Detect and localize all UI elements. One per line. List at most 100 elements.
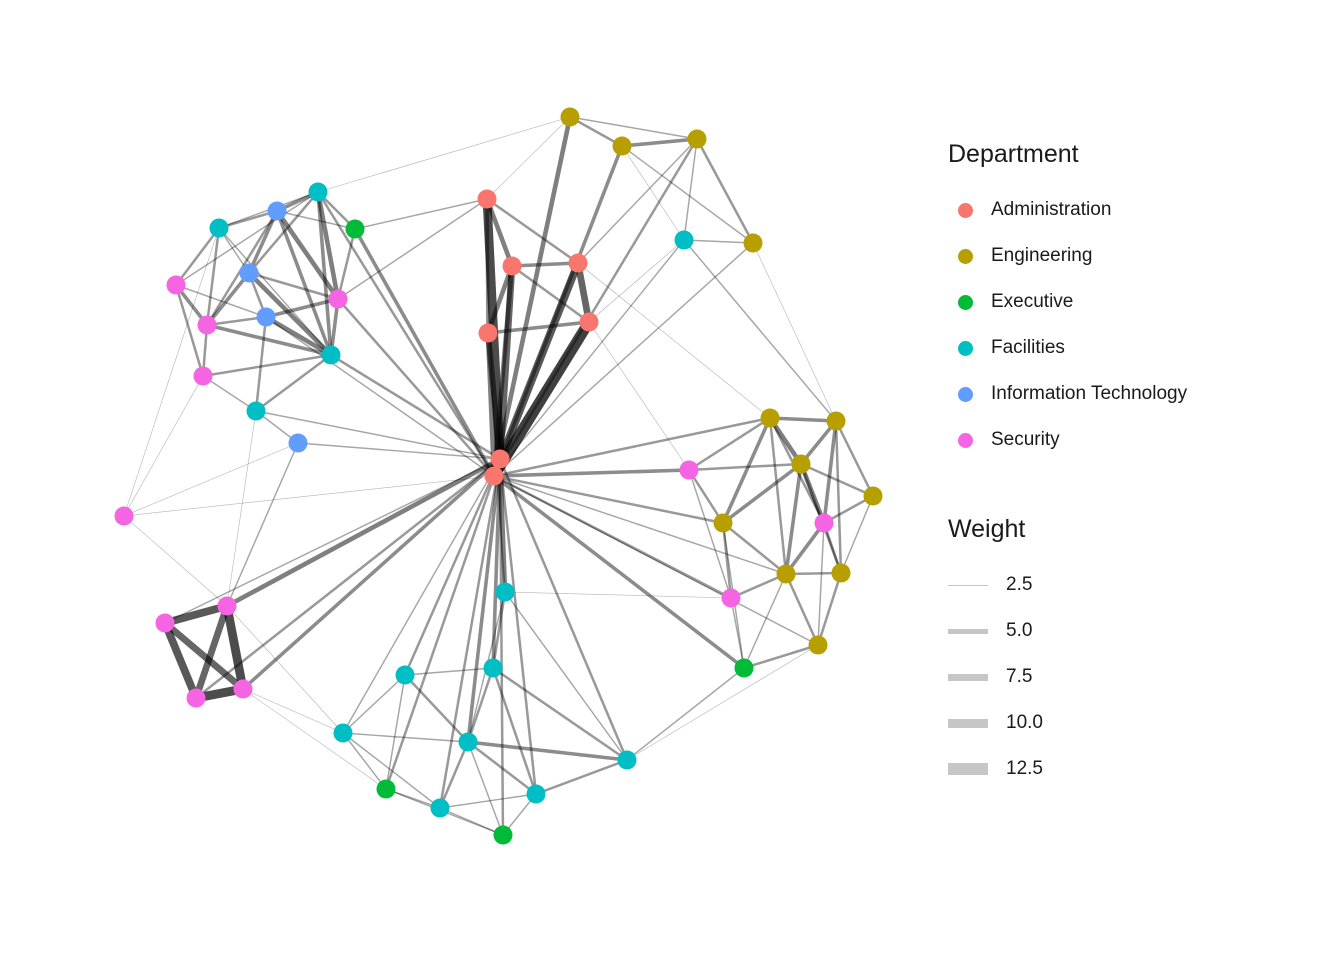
graph-edge bbox=[123, 227, 220, 517]
graph-edge bbox=[342, 732, 441, 809]
weight-line-sample bbox=[948, 763, 988, 775]
graph-edge bbox=[621, 137, 698, 148]
graph-edge bbox=[466, 458, 502, 743]
legend-item-label: Information Technology bbox=[991, 383, 1188, 404]
graph-edge bbox=[205, 271, 251, 327]
graph-node bbox=[734, 658, 754, 678]
graph-node bbox=[239, 263, 259, 283]
graph-edge bbox=[205, 227, 221, 326]
graph-node bbox=[193, 366, 213, 386]
graph-edge bbox=[730, 572, 787, 600]
graph-node bbox=[674, 230, 694, 250]
graph-edge bbox=[688, 469, 732, 599]
graph-node bbox=[814, 513, 834, 533]
graph-edge bbox=[174, 227, 221, 286]
graph-node bbox=[478, 323, 498, 343]
graph-edge bbox=[498, 458, 505, 836]
graph-edge bbox=[342, 732, 469, 743]
graph-node bbox=[612, 136, 632, 156]
graph-edge bbox=[817, 522, 825, 646]
graph-node bbox=[568, 253, 588, 273]
graph-edge bbox=[493, 474, 732, 600]
graph-edge bbox=[438, 741, 470, 809]
graph-edge bbox=[275, 210, 333, 356]
legend-item-label: Security bbox=[991, 429, 1060, 450]
graph-edge bbox=[226, 605, 344, 734]
graph-edge bbox=[466, 667, 495, 743]
graph-edge bbox=[491, 591, 507, 669]
graph-edge bbox=[769, 416, 837, 423]
legend-item-label: Engineering bbox=[991, 245, 1093, 266]
graph-edge bbox=[752, 242, 837, 422]
graph-edge bbox=[493, 242, 754, 477]
graph-edge bbox=[621, 145, 685, 241]
graph-node bbox=[776, 564, 796, 584]
graph-node bbox=[333, 723, 353, 743]
graph-edge bbox=[174, 284, 205, 377]
graph-edge bbox=[816, 572, 843, 646]
graph-edge bbox=[730, 597, 745, 669]
graph-edge bbox=[438, 458, 502, 809]
graph-edge bbox=[439, 807, 504, 836]
weight-legend-label: 5.0 bbox=[1006, 620, 1033, 641]
graph-edge bbox=[722, 522, 787, 575]
graph-edge bbox=[784, 521, 826, 576]
weight-legend-label: 2.5 bbox=[1006, 574, 1033, 595]
graph-node bbox=[863, 486, 883, 506]
graph-edge bbox=[265, 316, 495, 477]
graph-edge bbox=[688, 462, 802, 472]
legend-item: Administration bbox=[948, 187, 1328, 233]
legend-item: Executive bbox=[948, 279, 1328, 325]
graph-edge bbox=[354, 198, 488, 230]
graph-node bbox=[493, 825, 513, 845]
graph-node bbox=[395, 665, 415, 685]
graph-edge bbox=[123, 515, 228, 607]
legend-item: Engineering bbox=[948, 233, 1328, 279]
graph-edge bbox=[297, 442, 501, 460]
graph-edge bbox=[317, 116, 571, 193]
graph-node bbox=[826, 411, 846, 431]
weight-legend-item: 12.5 bbox=[948, 746, 1328, 792]
graph-edge bbox=[721, 462, 803, 525]
graph-node bbox=[114, 506, 134, 526]
graph-edge bbox=[206, 323, 332, 357]
graph-edge bbox=[683, 239, 837, 422]
legend-color-dot bbox=[958, 294, 973, 310]
graph-edge bbox=[492, 145, 624, 477]
legend-item: Information Technology bbox=[948, 371, 1328, 417]
weight-line-sample-wrap bbox=[948, 628, 988, 634]
graph-edge bbox=[242, 688, 344, 734]
graph-edge bbox=[721, 522, 733, 599]
graph-edge bbox=[175, 191, 319, 286]
graph-edge bbox=[721, 417, 772, 524]
graph-node bbox=[560, 107, 580, 127]
graph-node bbox=[483, 658, 503, 678]
graph-edge bbox=[404, 667, 494, 676]
graph-edge bbox=[486, 197, 579, 265]
weight-line-sample bbox=[948, 628, 988, 634]
graph-node bbox=[579, 312, 599, 332]
graph-edge bbox=[195, 458, 501, 699]
weight-legend-label: 10.0 bbox=[1006, 712, 1043, 733]
graph-edge bbox=[487, 320, 590, 335]
graph-node bbox=[256, 307, 276, 327]
graph-edge bbox=[316, 191, 496, 477]
graph-edge bbox=[489, 319, 594, 479]
graph-edge bbox=[467, 740, 537, 796]
graph-edge bbox=[800, 462, 874, 498]
graph-node bbox=[760, 408, 780, 428]
graph-node bbox=[166, 275, 186, 295]
graph-edge bbox=[255, 353, 332, 413]
graph-edge bbox=[498, 458, 538, 795]
weight-line-sample bbox=[948, 718, 988, 728]
graph-edge bbox=[798, 463, 827, 524]
graph-node bbox=[458, 732, 478, 752]
graph-node bbox=[345, 219, 365, 239]
graph-edge bbox=[385, 674, 406, 790]
graph-edge bbox=[337, 198, 488, 300]
